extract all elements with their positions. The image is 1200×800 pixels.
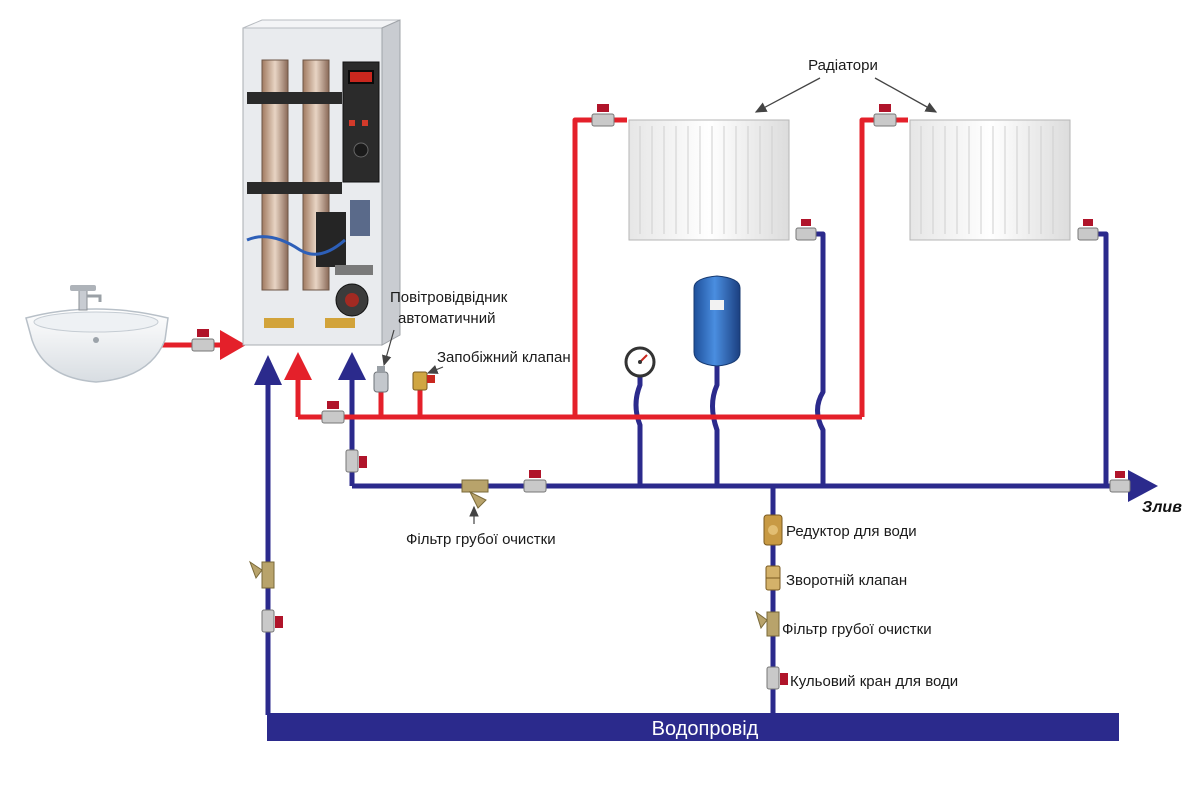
radiator-2-outlet-valve (1077, 219, 1099, 241)
safety-valve-icon (412, 371, 435, 391)
check-valve-icon (765, 565, 781, 591)
air-vent-label-line2: автоматичний (398, 310, 495, 327)
radiator-1-inlet-valve (591, 104, 615, 127)
pressure-gauge-icon (624, 346, 656, 378)
radiator-2-fins (920, 126, 1054, 234)
safety-valve-pointer (426, 364, 444, 374)
supply-valve (321, 401, 345, 424)
water-reducer-icon (763, 514, 783, 546)
sink-icon (25, 285, 169, 383)
radiators-label: Радіатори (808, 57, 878, 74)
arrow-supply-up (284, 352, 312, 380)
radiator-2-inlet-valve (873, 104, 897, 127)
radiator-1-fins (639, 126, 773, 234)
drain-label: Злив (1142, 499, 1182, 516)
radiators-callout: Радіатори (754, 57, 938, 113)
water-inlet-valve (261, 609, 283, 633)
water-reducer-label: Редуктор для води (786, 523, 917, 540)
radiator-2 (909, 119, 1071, 241)
coarse-filter-main-label: Фільтр грубої очистки (406, 531, 556, 548)
drain-arrow (1128, 470, 1158, 502)
coarse-filter-branch-icon (755, 610, 780, 637)
ball-valve-icon (766, 666, 788, 690)
sink-valve (191, 329, 215, 352)
air-vent-icon (373, 366, 389, 393)
air-vent-label-line1: Повітровідвідник (390, 289, 508, 306)
drain-valve (1109, 471, 1131, 493)
arrow-water-up (254, 355, 282, 385)
coarse-filter-main-icon (461, 479, 489, 509)
return-valve (345, 449, 367, 473)
water-supply-label: Водопровід (652, 718, 759, 740)
arrow-to-boiler (220, 330, 246, 360)
coarse-filter-branch-label: Фільтр грубої очистки (782, 621, 932, 638)
water-supply-main: Водопровід (267, 713, 1119, 741)
flow-arrows (220, 330, 1158, 502)
return-line-valve (523, 470, 547, 493)
safety-valve-label: Запобіжний клапан (437, 349, 571, 366)
arrow-return-up (338, 352, 366, 380)
radiator-1 (628, 119, 790, 241)
electric-boiler-icon (242, 19, 401, 346)
check-valve-label: Зворотній клапан (786, 572, 907, 589)
y-filter-icon-inlet (248, 560, 275, 589)
ball-valve-label: Кульовий кран для води (790, 673, 958, 690)
expansion-tank-icon (693, 275, 741, 367)
radiator-1-outlet-valve (795, 219, 817, 241)
air-vent-pointer (382, 329, 395, 367)
